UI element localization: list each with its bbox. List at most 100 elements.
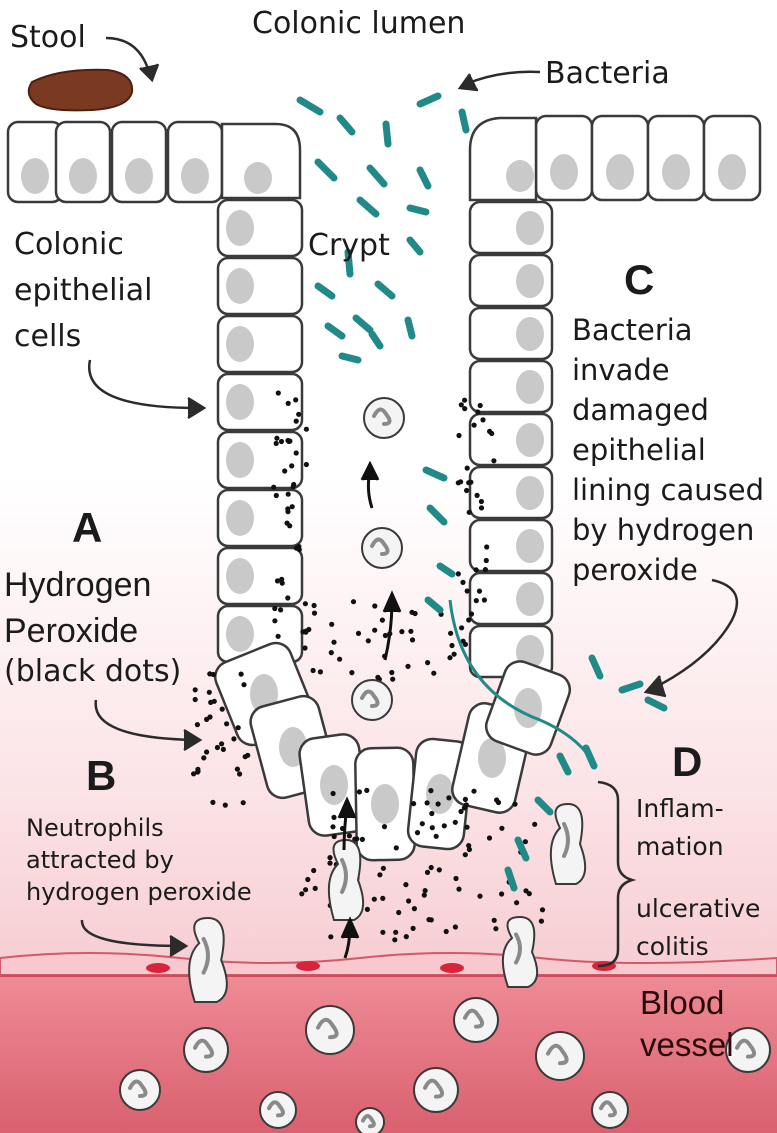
peroxide-dot [455,571,461,577]
peroxide-dot [471,788,477,794]
neutrophil [363,397,405,439]
peroxide-dot [389,669,395,676]
peroxide-dot [234,766,240,772]
ulcerative-colitis-label: ulcerative colitis [636,894,761,961]
peroxide-dot [238,671,244,677]
bacterium [344,248,354,278]
neutrophil-migration-arrows [337,460,402,959]
neutrophil [119,1069,161,1111]
cell-nucleus [516,264,544,298]
cell-nucleus [21,158,49,194]
peroxide-dot [464,588,470,594]
peroxide-dot [460,579,466,586]
peroxide-dot [466,843,472,849]
peroxide-dot [210,671,216,678]
neutrophil-migrating [549,802,587,885]
peroxide-dot [192,696,198,703]
cell-nucleus [320,765,348,805]
peroxide-dot [474,492,480,498]
peroxide-dot [393,845,399,851]
peroxide-dot [235,725,241,731]
peroxide-dot [311,867,317,874]
peroxide-dot [330,824,336,830]
peroxide-dot [381,824,388,830]
cell-nucleus [181,158,209,194]
peroxide-dot [405,663,411,670]
peroxide-dot [273,492,279,499]
cell-nucleus [125,158,153,194]
peroxide-dot [462,406,468,412]
inflammation-bracket [597,780,637,968]
stool-label: Stool [10,20,86,55]
peroxide-dot [480,417,486,423]
bacterium [356,196,380,218]
bacteria-invade-label: Bacteria invade damaged epithelial linin… [572,313,765,587]
cell-nucleus [516,582,544,616]
peroxide-dot [403,882,409,888]
peroxide-dot [458,479,464,485]
peroxide-dot [412,610,418,617]
peroxide-dot [464,487,470,494]
bacterium [382,120,392,148]
peroxide-dot [208,699,214,706]
cell-nucleus [244,162,272,194]
peroxide-dot [311,602,317,609]
bacterium [404,316,416,340]
neutrophil [361,527,403,569]
neutrophil-migrating [188,916,228,1003]
peroxide-dot [419,821,425,827]
neutrophil [725,1027,771,1073]
peroxide-dot [487,428,493,434]
peroxide-dot [303,461,309,468]
peroxide-dot [285,506,291,512]
peroxide-dot [464,824,470,830]
peroxide-dot [424,800,430,806]
peroxide-dot [291,481,297,488]
cell-nucleus [226,558,254,594]
peroxide-dot [393,929,399,935]
peroxide-dot [219,706,225,712]
peroxide-dot [392,937,398,943]
neutrophil [413,1067,459,1113]
peroxide-dot [356,789,362,795]
peroxide-dot [237,771,243,777]
peroxide-dot [464,465,470,471]
peroxide-dot [206,689,212,695]
neutrophil-migrating [327,838,365,921]
peroxide-dot [429,825,435,831]
neutrophil [535,1031,585,1081]
peroxide-dot [231,736,237,742]
bacterium [314,158,338,182]
peroxide-dot [355,630,362,637]
peroxide-dot [482,567,488,573]
peroxide-dot [491,917,497,923]
label-d: D [672,738,703,785]
peroxide-dot [447,655,453,661]
peroxide-dot [293,450,299,456]
peroxide-dot [425,660,431,666]
peroxide-dot [195,766,201,772]
peroxide-dot [443,928,449,935]
cell-nucleus [371,784,399,824]
peroxide-dot [475,409,481,415]
peroxide-dot [428,788,434,794]
peroxide-dot [272,605,278,612]
peroxide-dot [471,422,477,428]
bacterium [366,164,388,188]
peroxide-dot [436,867,442,873]
bacterium [534,796,554,816]
peroxide-dot [274,578,281,584]
peroxide-dot [441,823,447,829]
peroxide-dot [468,611,475,617]
cell-nucleus [514,688,542,728]
peroxide-dot [408,628,414,634]
peroxide-dot [364,787,370,794]
cell-nucleus [226,442,254,478]
peroxide-dot [399,629,405,635]
peroxide-dot [449,642,455,649]
peroxide-dot [285,491,291,497]
peroxide-dot [240,800,246,806]
peroxide-dot [499,825,505,831]
peroxide-dot [514,900,520,906]
peroxide-dot [245,752,251,758]
